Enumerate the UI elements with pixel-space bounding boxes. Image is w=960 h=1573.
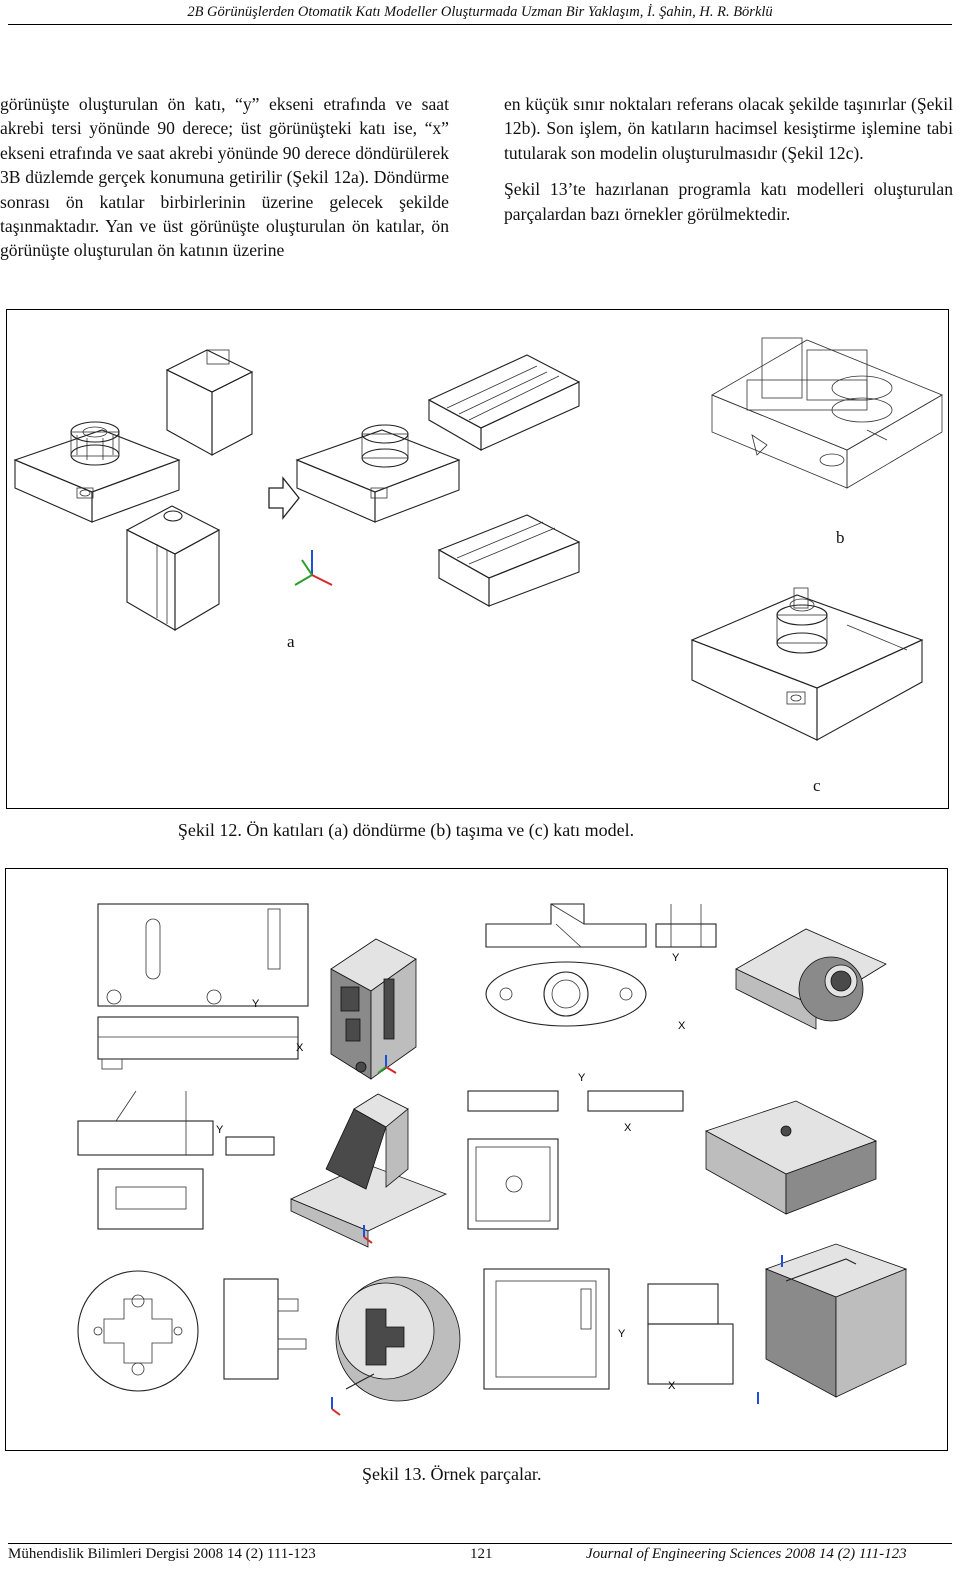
fig13-part1-solid — [330, 938, 417, 1080]
fig13-part4-solid — [704, 1100, 878, 1215]
fig13-part6-views: Y X — [483, 1268, 734, 1392]
left-paragraph: görünüşte oluşturulan ön katı, “y” eksen… — [0, 94, 449, 261]
fig12-block-top — [165, 349, 254, 456]
running-header: 2B Görünüşlerden Otomatik Katı Modeller … — [187, 4, 773, 20]
fig13-part3-solid — [290, 1093, 448, 1248]
right-paragraph-1: en küçük sınır noktaları referans olacak… — [504, 94, 953, 163]
fig12-block-bottom — [125, 505, 221, 631]
fig12-move-arrow — [268, 476, 300, 520]
fig13-axis-y-3: Y — [216, 1124, 224, 1136]
left-column: görünüşte oluşturulan ön katı, “y” eksen… — [0, 92, 449, 263]
fig13-axis-y-4: Y — [578, 1072, 586, 1084]
fig12-grooved-block — [437, 514, 581, 607]
fig12-label-b: b — [836, 528, 845, 547]
right-paragraph-2: Şekil 13’te hazırlanan programla katı mo… — [504, 179, 953, 224]
header-divider — [8, 24, 952, 25]
footer-journal-tr: Mühendislik Bilimleri Dergisi 2008 14 (2… — [8, 1546, 316, 1562]
fig13-axis-y-1: Y — [252, 998, 260, 1010]
fig12-solid-model — [690, 587, 924, 741]
footer-journal-en: Journal of Engineering Sciences 2008 14 … — [586, 1546, 907, 1562]
fig13-part3-views: Y — [77, 1090, 275, 1230]
fig12-wireframe-assembly — [711, 337, 943, 489]
figure-13: Y X Y X — [5, 868, 948, 1451]
fig13-axis-x-4: X — [624, 1122, 632, 1134]
fig12-label-a: a — [287, 632, 295, 651]
figure-12-caption-text: Şekil 12. Ön katıları (a) döndürme (b) t… — [177, 820, 635, 840]
fig13-axis-x-1: X — [296, 1042, 304, 1054]
fig13-axis-y-6: Y — [618, 1328, 626, 1340]
fig13-part5-solid — [335, 1276, 461, 1402]
fig12-plate-middle — [295, 424, 461, 523]
figure-12: a b — [6, 309, 949, 809]
fig13-axis-x-6: X — [668, 1380, 676, 1392]
fig13-axis-x-2: X — [678, 1020, 686, 1032]
fig13-part4-views: Y X — [467, 1072, 684, 1230]
fig13-axis-triads — [331, 1055, 783, 1416]
fig12-plate-left — [13, 421, 181, 523]
figure-13-caption: Şekil 13. Örnek parçalar. — [362, 1464, 542, 1484]
figure-12-caption: Şekil 12. Ön katıları (a) döndürme (b) t… — [0, 820, 960, 841]
footer-divider — [8, 1543, 952, 1544]
figure-12-drawing — [13, 337, 943, 741]
fig13-part2-solid — [735, 928, 887, 1030]
fig12-slotted-block — [427, 354, 581, 451]
figure-13-drawing: Y X Y X — [77, 903, 908, 1416]
fig12-axis-triad — [294, 550, 333, 586]
footer-page-number: 121 — [470, 1546, 493, 1562]
fig13-part5-views — [77, 1270, 307, 1392]
fig13-part1-views: Y X — [97, 903, 309, 1070]
fig13-part6-solid — [764, 1243, 908, 1398]
right-column: en küçük sınır noktaları referans olacak… — [504, 92, 953, 226]
fig12-label-c: c — [813, 776, 821, 795]
fig13-axis-y-2: Y — [672, 952, 680, 964]
fig13-part2-views: Y X — [485, 903, 717, 1032]
